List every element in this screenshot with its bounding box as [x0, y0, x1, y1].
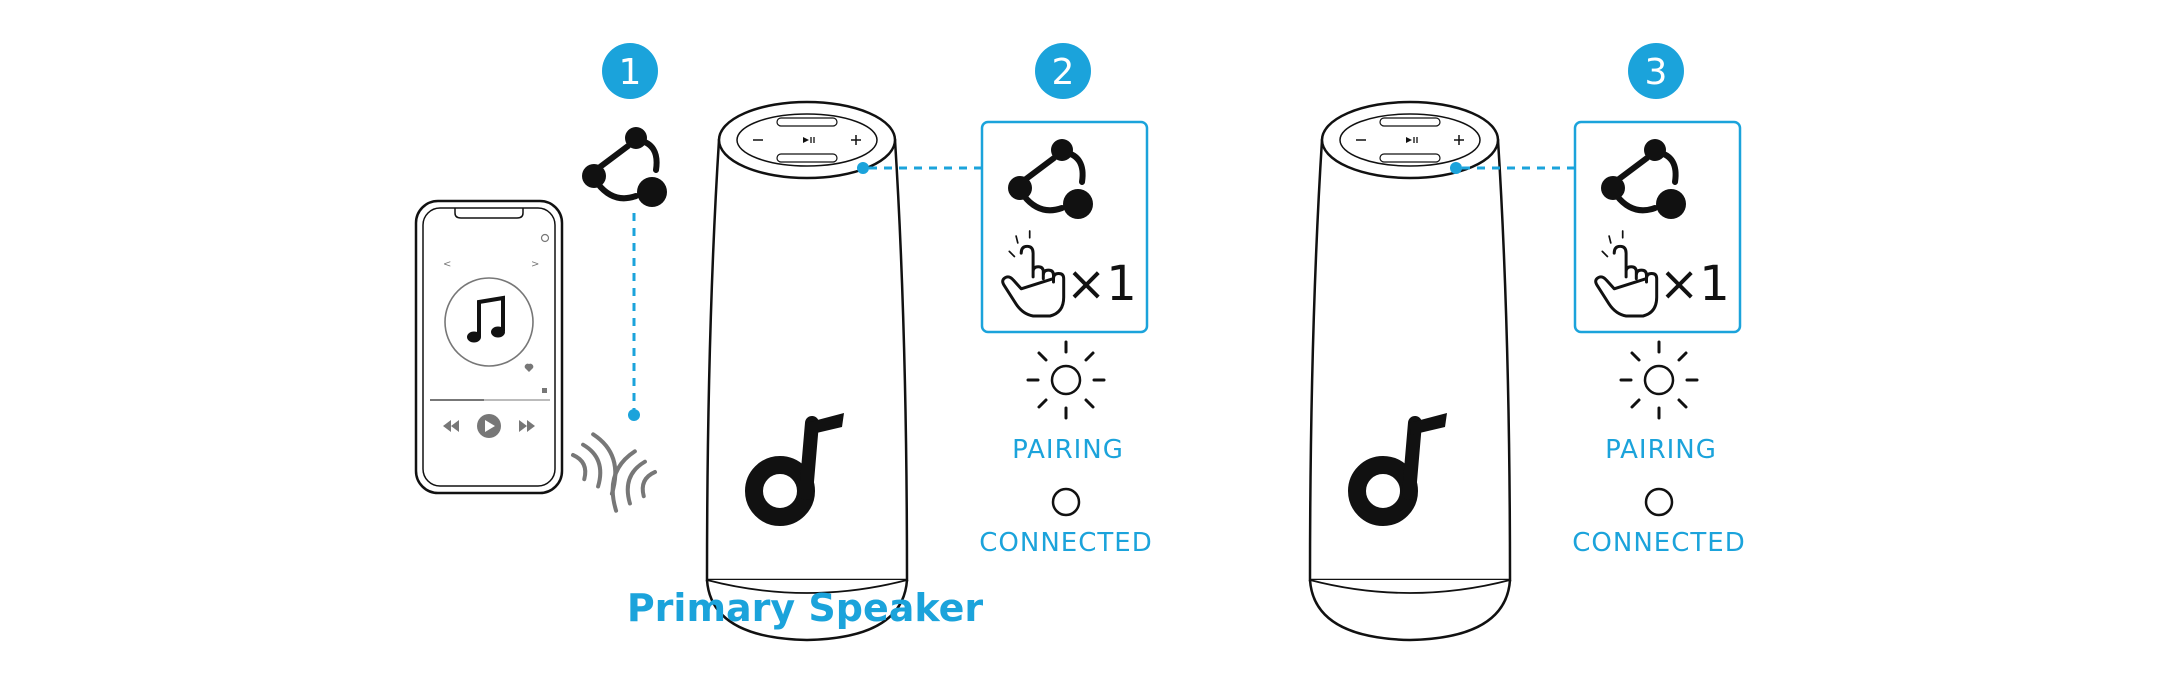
step-badge-2: 2	[1035, 43, 1091, 99]
instruction-box-2: ×1	[980, 120, 1149, 334]
smartphone-icon: < >	[414, 199, 564, 495]
connector-dot-1	[628, 409, 640, 421]
svg-text:<: <	[443, 259, 451, 270]
primary-speaker-label: Primary Speaker	[627, 586, 984, 630]
step-number-2: 2	[1052, 52, 1075, 93]
connector-dot-2	[857, 162, 869, 174]
primary-speaker-icon	[705, 100, 909, 642]
secondary-speaker-icon	[1308, 100, 1512, 642]
music-note-icon	[467, 295, 505, 343]
status-connected-3: CONNECTED	[1572, 528, 1745, 558]
press-count-3: ×1	[1659, 256, 1730, 312]
status-led-icon	[1644, 487, 1674, 517]
instruction-box-3: ×1	[1573, 120, 1742, 334]
step-number-3: 3	[1645, 52, 1668, 93]
press-count-2: ×1	[1066, 256, 1137, 312]
status-pairing-2: PAIRING	[1012, 435, 1124, 465]
step-number-1: 1	[619, 52, 642, 93]
status-led-icon	[1051, 487, 1081, 517]
status-connected-2: CONNECTED	[979, 528, 1152, 558]
light-rays-icon	[1026, 340, 1106, 420]
connector-dot-3	[1450, 162, 1462, 174]
light-rays-icon	[1619, 340, 1699, 420]
status-pairing-3: PAIRING	[1605, 435, 1717, 465]
step-badge-3: 3	[1628, 43, 1684, 99]
share-pairing-icon	[582, 127, 667, 207]
svg-text:>: >	[531, 259, 539, 270]
step-badge-1: 1	[602, 43, 658, 99]
